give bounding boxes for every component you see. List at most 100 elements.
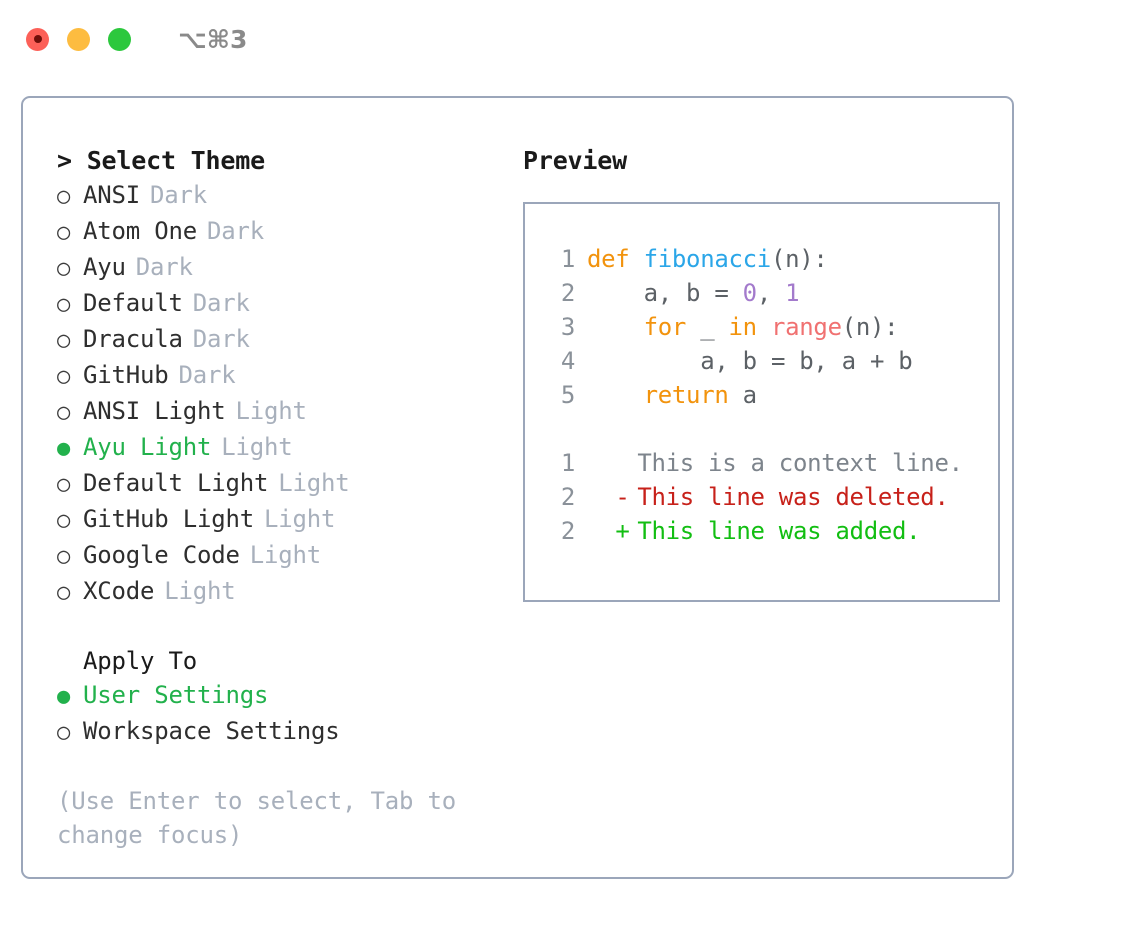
code-token: (n): <box>841 313 899 341</box>
line-number: 3 <box>560 313 575 341</box>
theme-option-label: Ayu Light <box>83 433 212 461</box>
line-number: 2 <box>560 279 575 307</box>
code-line: 1 def fibonacci(n): <box>545 242 998 276</box>
select-theme-header: > Select Theme <box>57 146 265 175</box>
radio-unselected-icon: ○ <box>57 256 71 281</box>
apply-to-option-label: User Settings <box>83 681 269 709</box>
radio-unselected-icon: ○ <box>57 472 71 497</box>
code-token: 1 <box>785 279 800 307</box>
code-text: a, b = b, a + b <box>587 344 913 378</box>
titlebar: ⌥⌘3 <box>0 0 1140 78</box>
theme-option-ayu[interactable]: ○ Ayu Dark <box>57 250 501 286</box>
theme-variant-badge: Dark <box>178 361 236 389</box>
theme-variant-badge: Light <box>235 397 307 425</box>
line-number: 2 <box>560 517 575 545</box>
theme-option-label: XCode <box>83 577 155 605</box>
close-button[interactable] <box>26 27 49 51</box>
window-controls <box>26 27 131 51</box>
code-line: 2 a, b = 0, 1 <box>545 276 998 310</box>
theme-option-ansi[interactable]: ○ ANSI Dark <box>57 178 501 214</box>
diff-marker: + <box>615 517 630 545</box>
code-token: def <box>587 245 630 273</box>
radio-unselected-icon: ○ <box>57 580 71 605</box>
radio-unselected-icon: ○ <box>57 328 71 353</box>
keyboard-hint-text: (Use Enter to select, Tab to change focu… <box>57 787 456 849</box>
apply-to-option-user-settings[interactable]: ● User Settings <box>57 678 501 714</box>
theme-variant-badge: Light <box>164 577 236 605</box>
diff-line-del: 2 -This line was deleted. <box>545 480 998 514</box>
preview-title: Preview <box>523 146 627 175</box>
apply-to-option-label: Workspace Settings <box>83 717 340 745</box>
theme-variant-badge: Dark <box>135 253 193 281</box>
radio-unselected-icon: ○ <box>57 508 71 533</box>
theme-option-ayu-light[interactable]: ● Ayu Light Light <box>57 430 501 466</box>
theme-option-xcode[interactable]: ○ XCode Light <box>57 574 501 610</box>
diff-text: This line was deleted. <box>637 483 949 511</box>
code-line: 5 return a <box>545 378 998 412</box>
theme-option-label: Ayu <box>83 253 126 281</box>
diff-marker <box>615 446 637 480</box>
code-text: def fibonacci(n): <box>587 242 828 276</box>
radio-selected-icon: ● <box>57 436 71 461</box>
code-token <box>587 313 644 341</box>
radio-unselected-icon: ○ <box>57 720 71 745</box>
code-token: for <box>643 313 687 341</box>
code-token: a <box>728 381 757 409</box>
line-number: 1 <box>560 245 575 273</box>
diff-line-ctx: 1 This is a context line. <box>545 446 998 480</box>
diff-sample: 1 This is a context line.2 -This line wa… <box>545 446 998 548</box>
code-token: fibonacci <box>643 245 772 273</box>
radio-unselected-icon: ○ <box>57 292 71 317</box>
theme-variant-badge: Light <box>221 433 293 461</box>
minimize-button[interactable] <box>67 27 90 51</box>
theme-variant-badge: Dark <box>207 217 264 245</box>
theme-option-label: Default Light <box>83 469 269 497</box>
code-token: , <box>756 279 786 307</box>
code-token: in <box>728 313 758 341</box>
radio-selected-icon: ● <box>57 684 71 709</box>
diff-text: This line was added. <box>637 517 921 545</box>
maximize-button[interactable] <box>108 27 131 51</box>
code-token <box>629 245 643 273</box>
line-number: 4 <box>560 347 575 375</box>
line-number: 2 <box>560 483 575 511</box>
theme-option-label: GitHub <box>83 361 169 389</box>
code-token <box>757 313 771 341</box>
theme-variant-badge: Dark <box>150 181 207 209</box>
radio-unselected-icon: ○ <box>57 184 71 209</box>
theme-variant-badge: Light <box>249 541 321 569</box>
apply-to-option-workspace-settings[interactable]: ○ Workspace Settings <box>57 714 501 750</box>
code-token <box>587 381 644 409</box>
theme-option-github[interactable]: ○ GitHub Dark <box>57 358 501 394</box>
theme-option-label: ANSI <box>83 181 140 209</box>
theme-variant-badge: Light <box>264 505 336 533</box>
code-token: 0 <box>742 279 757 307</box>
line-number: 5 <box>560 381 575 409</box>
radio-unselected-icon: ○ <box>57 544 71 569</box>
diff-marker: - <box>615 483 630 511</box>
theme-option-default-light[interactable]: ○ Default Light Light <box>57 466 501 502</box>
theme-variant-badge: Light <box>278 469 350 497</box>
radio-unselected-icon: ○ <box>57 364 71 389</box>
code-line: 4 a, b = b, a + b <box>545 344 998 378</box>
code-text: a, b = 0, 1 <box>587 276 800 310</box>
diff-line-add: 2 +This line was added. <box>545 514 998 548</box>
keyboard-shortcut-label: ⌥⌘3 <box>178 24 248 54</box>
radio-unselected-icon: ○ <box>57 220 71 245</box>
code-token: range <box>770 313 842 341</box>
code-token: return <box>643 381 729 409</box>
code-text: return a <box>587 378 758 412</box>
code-token: _ <box>686 313 729 341</box>
code-line: 3 for _ in range(n): <box>545 310 998 344</box>
